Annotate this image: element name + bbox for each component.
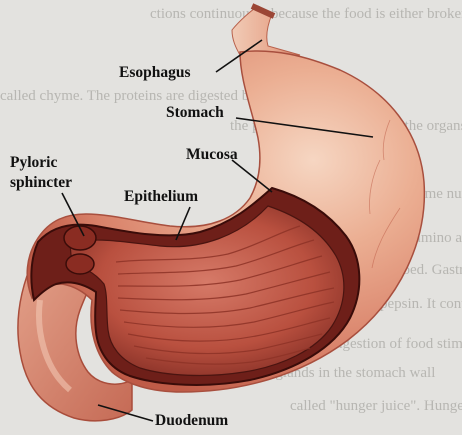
- label-mucosa: Mucosa: [186, 146, 238, 163]
- label-pyloric-line1: Pyloric: [10, 154, 57, 171]
- label-pyloric-line2: sphincter: [10, 174, 72, 191]
- label-epithelium: Epithelium: [124, 188, 198, 205]
- label-esophagus: Esophagus: [119, 64, 191, 81]
- label-duodenum: Duodenum: [155, 412, 228, 429]
- pyloric-sphincter-inner: [66, 254, 94, 274]
- label-stomach: Stomach: [166, 104, 224, 121]
